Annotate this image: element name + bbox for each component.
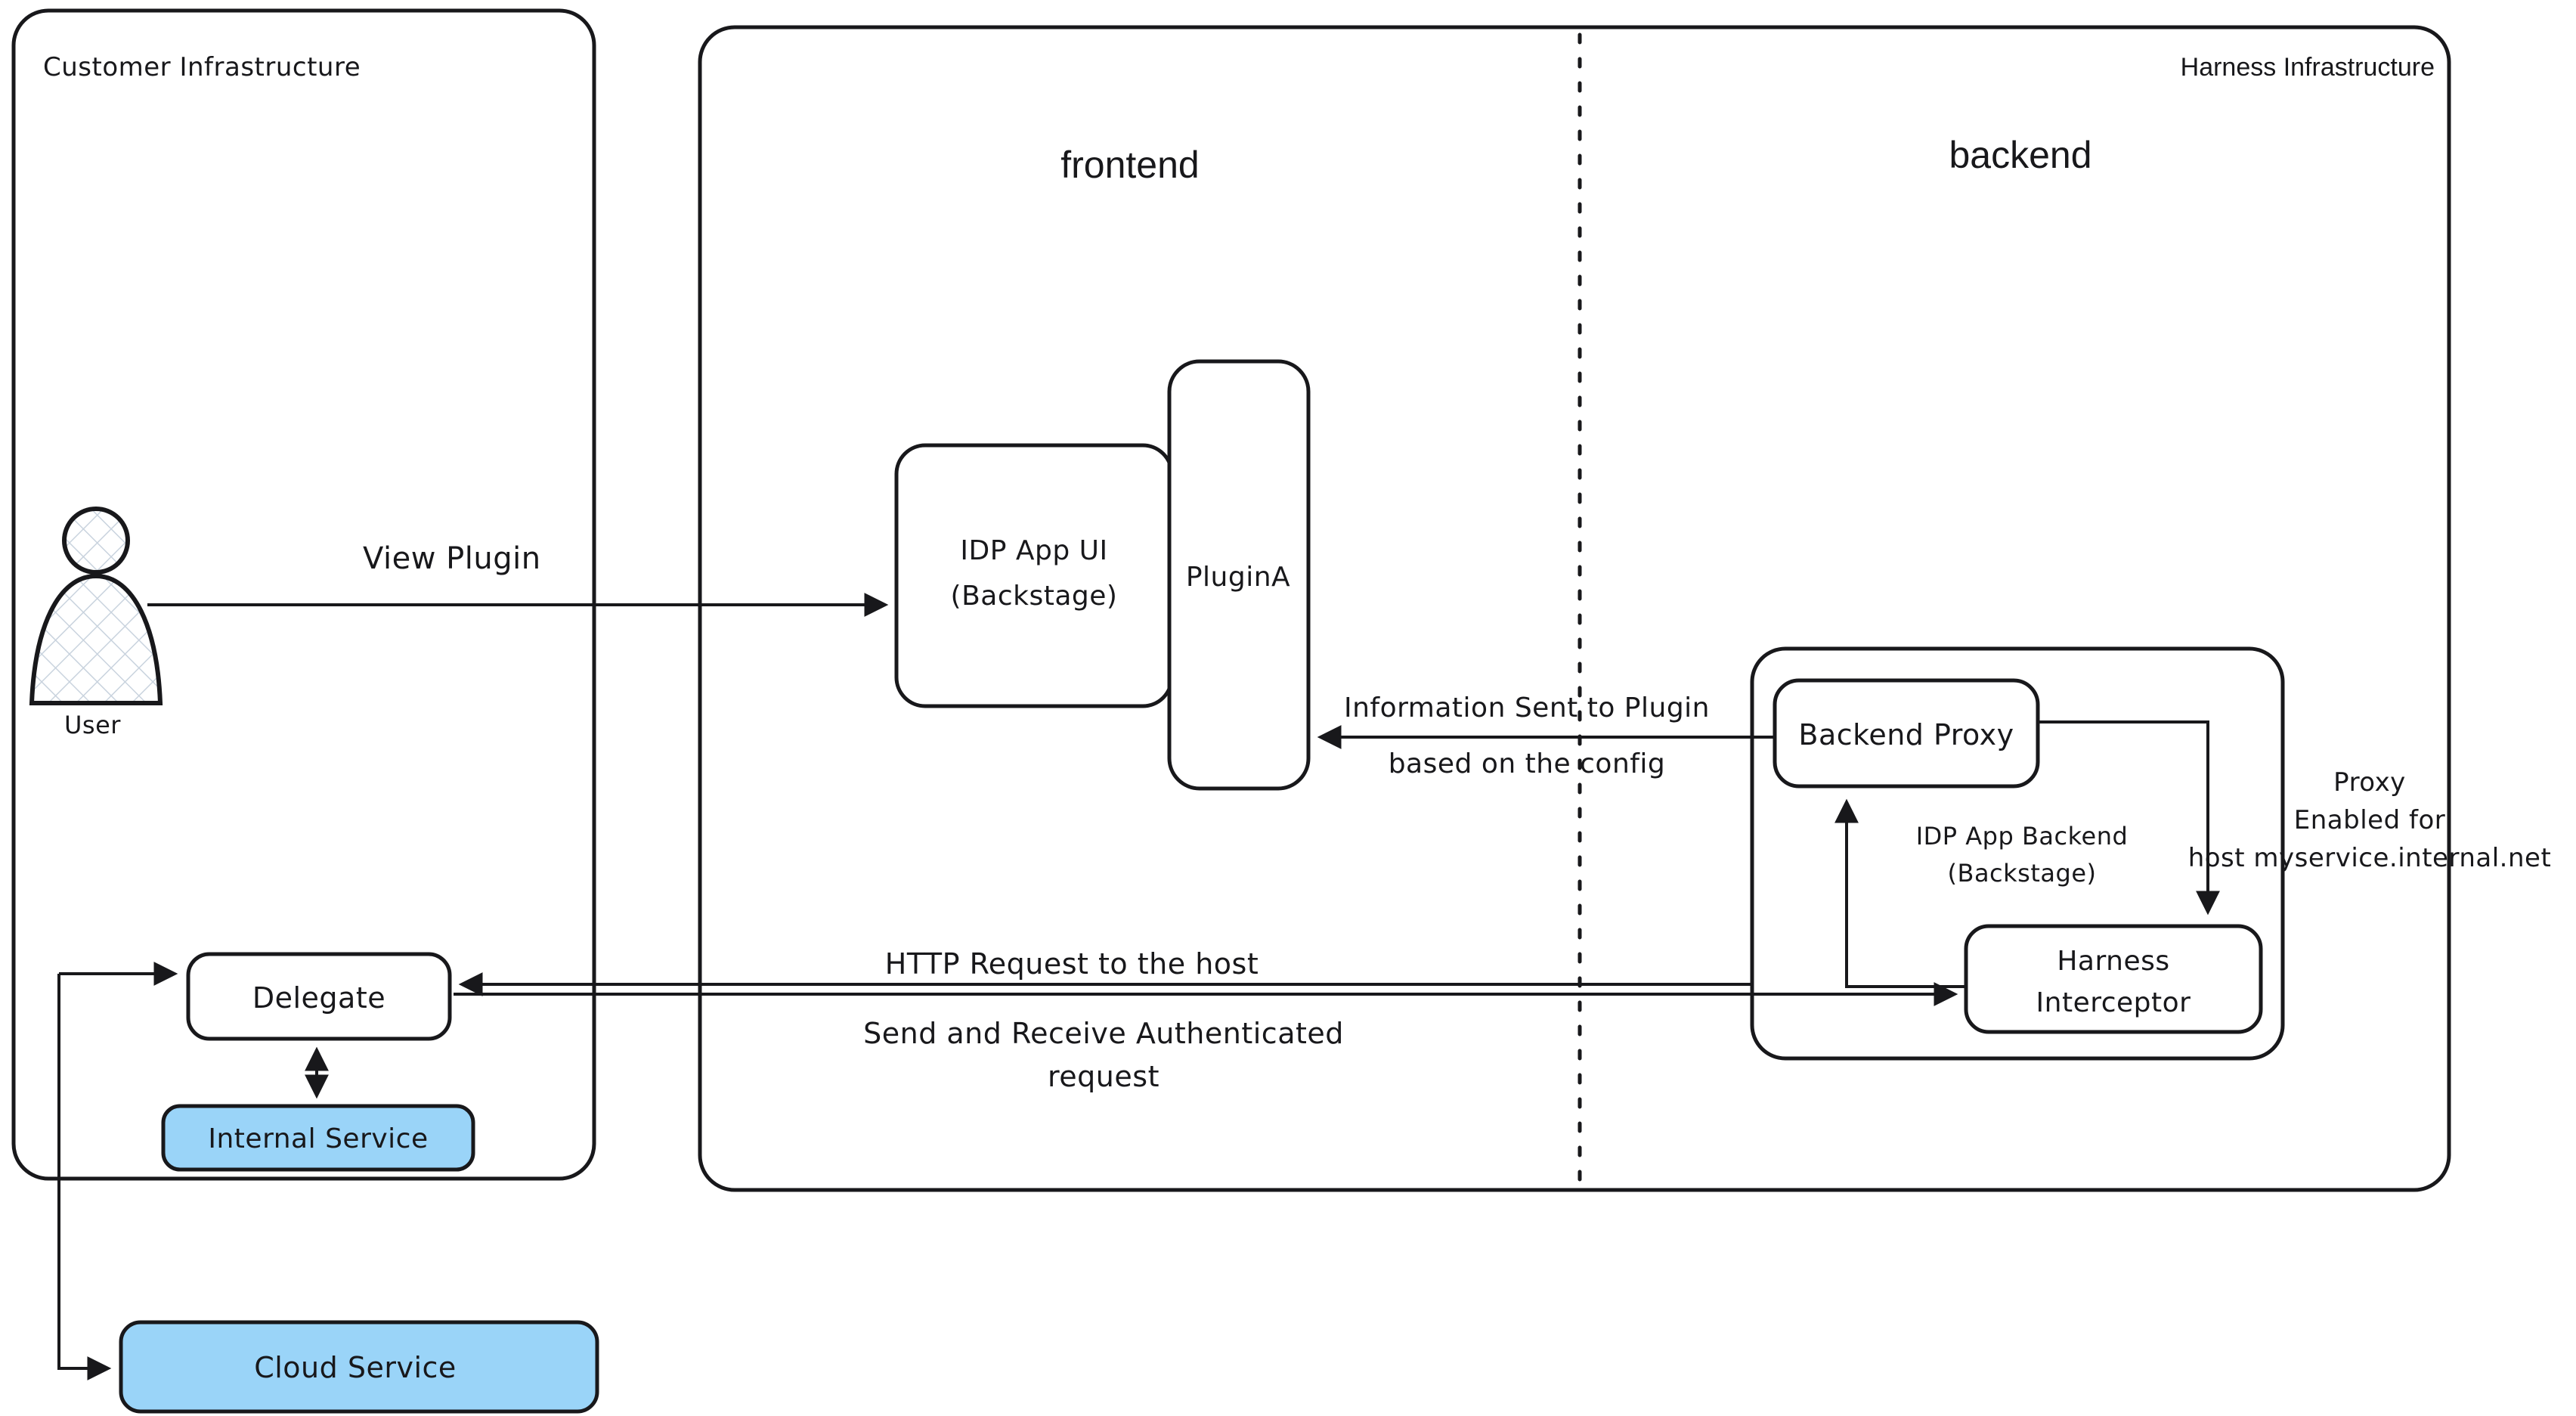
internal-service-node[interactable] xyxy=(161,1104,475,1172)
edge-label-send-receive-line1: Send and Receive Authenticated xyxy=(863,1017,1344,1050)
harness-interceptor-label-line1: Harness xyxy=(2057,946,2169,977)
customer-infrastructure-label: Customer Infrastructure xyxy=(43,52,361,82)
edge-label-info-sent-line2: based on the config xyxy=(1389,748,1666,779)
harness-interceptor-node[interactable] xyxy=(1964,924,2263,1034)
edge-backend-proxy-to-harness-interceptor xyxy=(2038,720,2220,916)
plugin-a-node[interactable] xyxy=(1167,359,1311,791)
idp-app-ui-label: IDP App UI xyxy=(960,535,1107,566)
proxy-note-line3: host myservice.internal.net xyxy=(2188,843,2552,873)
idp-app-ui-sublabel: (Backstage) xyxy=(951,581,1118,612)
proxy-note-line1: Proxy xyxy=(2333,767,2406,798)
idp-app-ui-node[interactable] xyxy=(894,443,1174,708)
edge-label-info-sent-line1: Information Sent to Plugin xyxy=(1344,693,1710,723)
edge-label-http-request: HTTP Request to the host xyxy=(885,947,1259,981)
user-label: User xyxy=(64,711,121,739)
plugin-a-label: PluginA xyxy=(1186,562,1290,593)
user-actor xyxy=(29,507,163,705)
harness-interceptor-label-line2: Interceptor xyxy=(2036,987,2191,1018)
backend-proxy-label: Backend Proxy xyxy=(1798,718,2014,751)
frontend-label: frontend xyxy=(1060,144,1199,186)
harness-infrastructure-label: Harness Infrastructure xyxy=(2181,53,2435,82)
edge-left-rail-to-cloud-service xyxy=(57,974,112,1380)
customer-infrastructure-container xyxy=(11,8,596,1181)
idp-app-backend-label: IDP App Backend xyxy=(1916,822,2129,851)
edge-harness-interceptor-to-backend-proxy xyxy=(1834,798,1966,988)
edge-label-view-plugin: View Plugin xyxy=(363,541,541,576)
cloud-service-label: Cloud Service xyxy=(254,1351,457,1384)
delegate-label: Delegate xyxy=(252,981,385,1015)
backend-proxy-node[interactable] xyxy=(1773,678,2040,789)
backend-label: backend xyxy=(1949,134,2091,176)
proxy-note-line2: Enabled for xyxy=(2294,805,2445,835)
idp-app-backend-sublabel: (Backstage) xyxy=(1948,859,2097,888)
delegate-node[interactable] xyxy=(186,952,452,1041)
edge-label-send-receive-line2: request xyxy=(1048,1060,1160,1093)
cloud-service-node[interactable] xyxy=(119,1320,599,1414)
internal-service-label: Internal Service xyxy=(208,1123,428,1154)
